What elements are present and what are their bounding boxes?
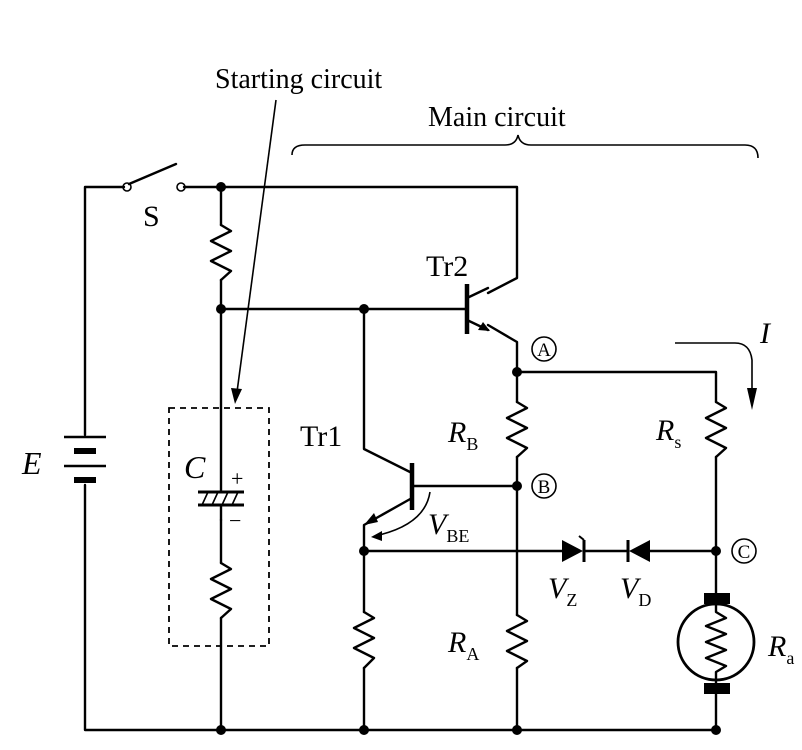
label-switch: S bbox=[143, 200, 160, 233]
resistor-top bbox=[209, 223, 233, 282]
resistor-start-lower bbox=[209, 561, 233, 620]
label-motor-ra: Ra bbox=[767, 630, 794, 668]
transistor-tr1 bbox=[364, 463, 415, 525]
resistor-ra bbox=[505, 613, 529, 670]
label-capacitor-c: C bbox=[184, 449, 206, 485]
capacitor-c bbox=[198, 490, 244, 522]
resistor-tr1-emitter bbox=[352, 610, 376, 670]
current-arrow bbox=[675, 342, 757, 410]
resistor-rb bbox=[505, 400, 529, 459]
label-node-a: A bbox=[537, 340, 551, 361]
vbe-arrow bbox=[371, 491, 431, 541]
label-tr2: Tr2 bbox=[426, 250, 468, 283]
starting-circuit-box bbox=[168, 407, 270, 647]
motor-ra bbox=[676, 593, 756, 694]
zener-diode bbox=[562, 535, 586, 562]
label-rb: RB bbox=[447, 416, 478, 454]
label-main-circuit: Main circuit bbox=[428, 102, 566, 133]
label-cap-minus: − bbox=[229, 508, 241, 533]
label-vd: VD bbox=[620, 572, 651, 610]
label-node-c: C bbox=[738, 542, 751, 563]
transistor-tr2 bbox=[464, 284, 490, 334]
label-current-i: I bbox=[759, 317, 772, 350]
label-starting-circuit: Starting circuit bbox=[215, 64, 382, 95]
switch-s bbox=[122, 162, 186, 192]
label-ra: RA bbox=[447, 626, 479, 664]
junction-dots bbox=[216, 182, 721, 735]
label-rs: Rs bbox=[655, 414, 681, 452]
label-cap-plus: + bbox=[231, 466, 243, 491]
main-circuit-brace bbox=[291, 134, 759, 159]
node-markers bbox=[531, 336, 757, 564]
battery-e bbox=[64, 435, 106, 483]
label-vz: VZ bbox=[548, 572, 577, 610]
label-source-e: E bbox=[21, 445, 42, 481]
label-vbe: VBE bbox=[428, 508, 469, 546]
label-node-b: B bbox=[538, 477, 551, 498]
wires bbox=[83, 185, 718, 732]
starting-pointer bbox=[231, 99, 277, 404]
label-tr1: Tr1 bbox=[300, 420, 342, 453]
resistor-rs bbox=[704, 400, 728, 459]
diode-d bbox=[626, 540, 650, 562]
